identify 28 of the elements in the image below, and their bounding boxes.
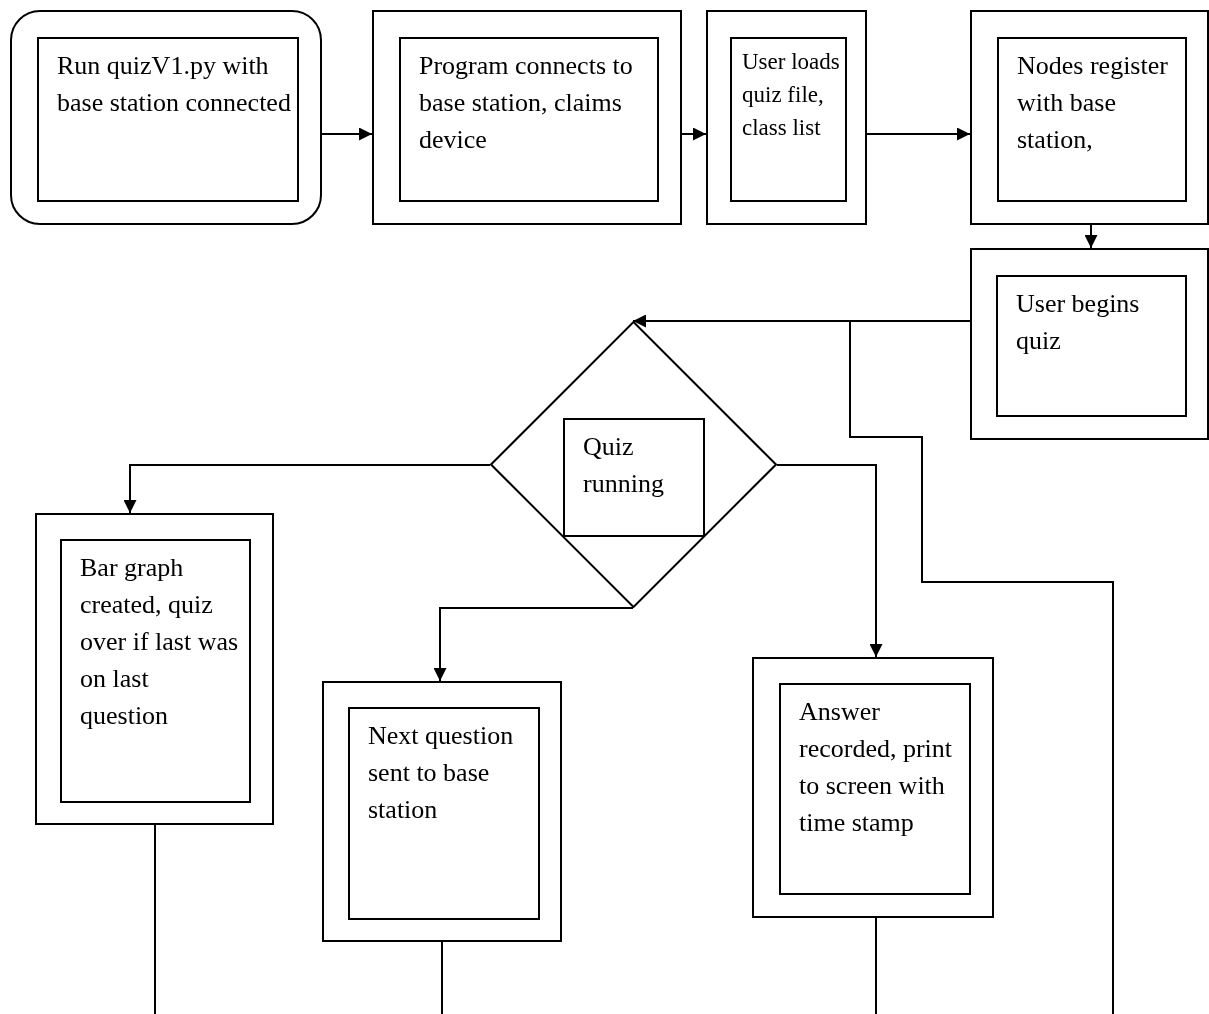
arrow <box>123 464 491 514</box>
process-box <box>970 248 1209 440</box>
connector-line <box>441 941 443 1014</box>
step-text: Answer recorded, print to screen with time stamp <box>779 683 971 895</box>
process-box <box>752 657 994 918</box>
step-text: User begins quiz <box>996 275 1187 417</box>
step-text: Quiz running <box>563 418 705 537</box>
arrow <box>433 607 634 682</box>
terminal-box <box>10 10 322 225</box>
step-text: Next question sent to base station <box>348 707 540 920</box>
step-text: Run quizV1.py with base station connected <box>37 37 299 202</box>
connector-line <box>875 917 877 1014</box>
process-box <box>372 10 682 225</box>
arrow <box>681 127 707 141</box>
arrow <box>321 127 373 141</box>
arrow <box>776 464 883 658</box>
step-text: Program connects to base station, claims device <box>399 37 659 202</box>
connector-line <box>154 824 156 1014</box>
arrow <box>1084 224 1098 249</box>
connector-line <box>849 320 1114 1014</box>
arrow <box>866 127 971 141</box>
step-text: Nodes register with base station, <box>997 37 1187 202</box>
step-text: User loads quiz file, class list <box>730 37 847 202</box>
process-box <box>970 10 1209 225</box>
process-box <box>35 513 274 825</box>
process-box <box>322 681 562 942</box>
process-box <box>706 10 867 225</box>
step-text: Bar graph created, quiz over if last was on last question <box>60 539 251 803</box>
